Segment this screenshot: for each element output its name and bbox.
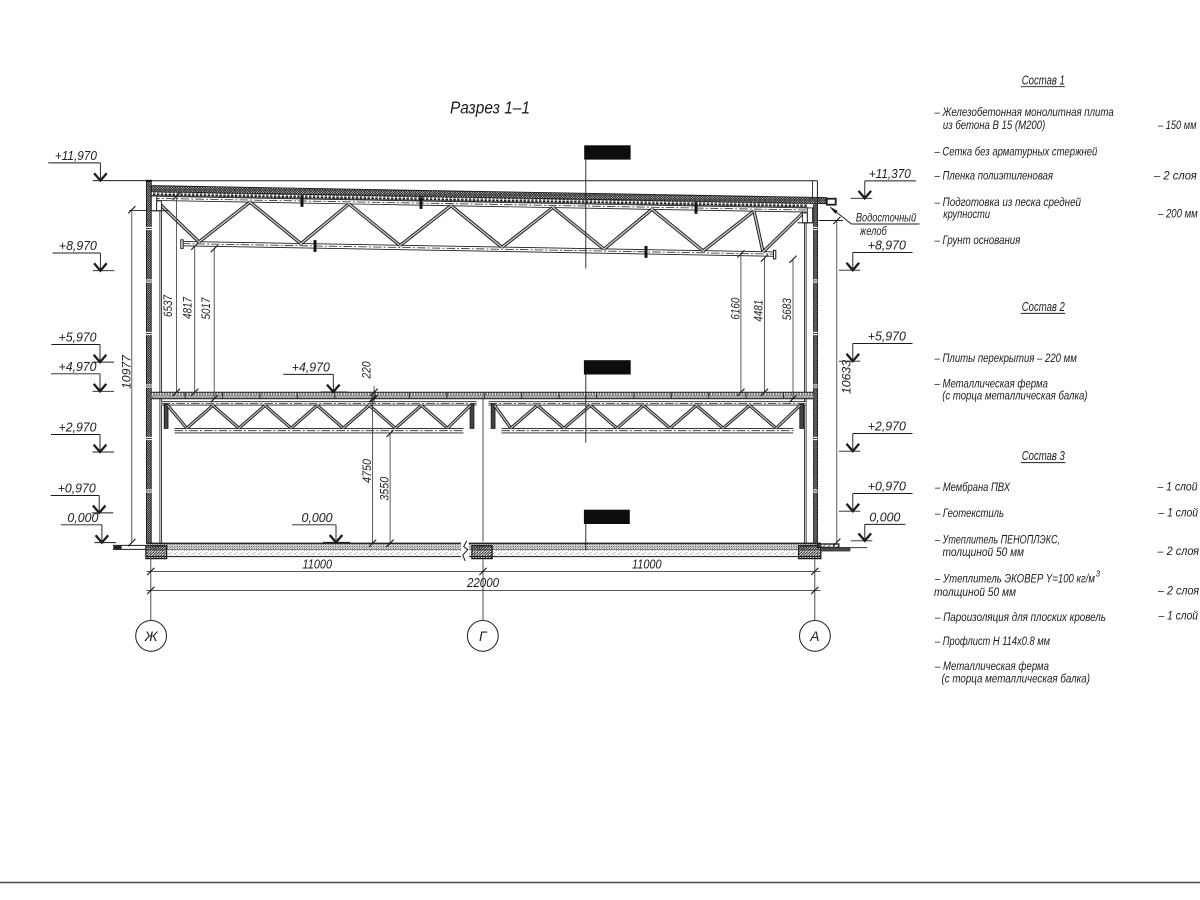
svg-text:– Геотекстиль: – Геотекстиль	[934, 506, 1004, 520]
svg-text:– 200 мм: – 200 мм	[1157, 207, 1198, 221]
svg-text:(с торца металлическая балка): (с торца металлическая балка)	[942, 389, 1087, 403]
svg-text:– Железобетонная монолитная п: – Железобетонная монолитная плита	[934, 105, 1114, 119]
svg-text:22000: 22000	[466, 576, 499, 590]
svg-text:– Пленка полиэтиленовая: – Пленка полиэтиленовая	[934, 169, 1054, 183]
svg-text:– Профлист Н 114х0.8 мм: – Профлист Н 114х0.8 мм	[934, 634, 1050, 648]
svg-text:+2,970: +2,970	[868, 419, 907, 434]
svg-text:11000: 11000	[303, 558, 333, 572]
svg-text:4481: 4481	[752, 300, 766, 322]
svg-text:крупности: крупности	[943, 207, 990, 221]
svg-text:+8,970: +8,970	[59, 238, 98, 253]
svg-text:– Пароизоляция для плоских кро: – Пароизоляция для плоских кровель	[934, 610, 1106, 624]
svg-text:желоб: желоб	[859, 224, 888, 238]
svg-text:+5,970: +5,970	[59, 330, 98, 345]
svg-text:– Мембрана ПВХ: – Мембрана ПВХ	[934, 480, 1010, 494]
svg-text:+0,970: +0,970	[58, 481, 97, 496]
svg-text:– Грунт основания: – Грунт основания	[934, 233, 1021, 247]
svg-text:– 2 слоя: – 2 слоя	[1157, 583, 1199, 597]
svg-text:– Подготовка из песка средней: – Подготовка из песка средней	[934, 195, 1081, 209]
svg-text:Разрез 1–1: Разрез 1–1	[450, 97, 530, 117]
svg-text:– 2 слоя: – 2 слоя	[1157, 544, 1200, 558]
svg-text:10633: 10633	[839, 360, 853, 394]
svg-text:+0,970: +0,970	[868, 479, 907, 494]
svg-text:+11,370: +11,370	[869, 166, 912, 181]
svg-text:4817: 4817	[181, 296, 195, 319]
svg-text:0,000: 0,000	[302, 510, 334, 525]
svg-text:0,000: 0,000	[67, 510, 99, 525]
svg-text:5017: 5017	[199, 296, 213, 319]
svg-text:10977: 10977	[120, 354, 134, 389]
svg-text:– 150 мм: – 150 мм	[1157, 118, 1197, 132]
svg-text:Водосточный: Водосточный	[856, 211, 916, 225]
svg-text:0,000: 0,000	[869, 510, 901, 525]
svg-text:Состав 3: Состав 3	[1022, 448, 1066, 463]
svg-text:+5,970: +5,970	[868, 329, 907, 344]
svg-text:– 1 слой: – 1 слой	[1157, 479, 1198, 493]
svg-text:+4,970: +4,970	[292, 360, 331, 375]
svg-text:А: А	[809, 629, 819, 644]
svg-text:– Металлическая ферма: – Металлическая ферма	[934, 659, 1049, 673]
svg-text:3550: 3550	[378, 476, 392, 500]
svg-text:толщиной 50 мм: толщиной 50 мм	[943, 545, 1025, 559]
svg-text:3: 3	[1096, 570, 1101, 579]
svg-text:– Металлическая ферма: – Металлическая ферма	[934, 377, 1048, 391]
svg-text:+2,970: +2,970	[59, 420, 98, 435]
svg-text:+4,970: +4,970	[59, 359, 98, 374]
svg-text:– 1 слой: – 1 слой	[1158, 505, 1198, 519]
svg-text:11000: 11000	[632, 558, 662, 572]
svg-text:– Сетка без арматурных стержне: – Сетка без арматурных стержней	[934, 144, 1098, 158]
svg-text:Г: Г	[479, 629, 488, 644]
svg-text:– Утеплитель ЭКОВЕР Y=100 кг/м: – Утеплитель ЭКОВЕР Y=100 кг/м	[934, 572, 1095, 586]
svg-text:5683: 5683	[780, 298, 794, 320]
svg-text:(с торца металлическая балка): (с торца металлическая балка)	[942, 671, 1091, 685]
svg-text:– 2 слоя: – 2 слоя	[1153, 168, 1197, 182]
svg-text:толщиной 50 мм: толщиной 50 мм	[934, 585, 1016, 599]
svg-text:– Утеплитель ПЕНОПЛЭКС,: – Утеплитель ПЕНОПЛЭКС,	[934, 532, 1060, 546]
svg-text:6537: 6537	[161, 294, 175, 317]
svg-text:+8,970: +8,970	[868, 238, 907, 253]
svg-text:из бетона В 15 (М200): из бетона В 15 (М200)	[943, 118, 1045, 132]
svg-text:4750: 4750	[360, 459, 374, 483]
svg-text:220: 220	[360, 361, 374, 379]
svg-text:+11,970: +11,970	[55, 148, 98, 163]
svg-text:Состав 2: Состав 2	[1022, 299, 1066, 314]
svg-text:Ж: Ж	[144, 629, 159, 644]
svg-text:6160: 6160	[728, 297, 742, 319]
svg-text:– 1 слой: – 1 слой	[1158, 608, 1198, 622]
svg-text:– Плиты перекрытия – 220 мм: – Плиты перекрытия – 220 мм	[934, 351, 1077, 365]
svg-text:Состав 1: Состав 1	[1022, 72, 1065, 87]
